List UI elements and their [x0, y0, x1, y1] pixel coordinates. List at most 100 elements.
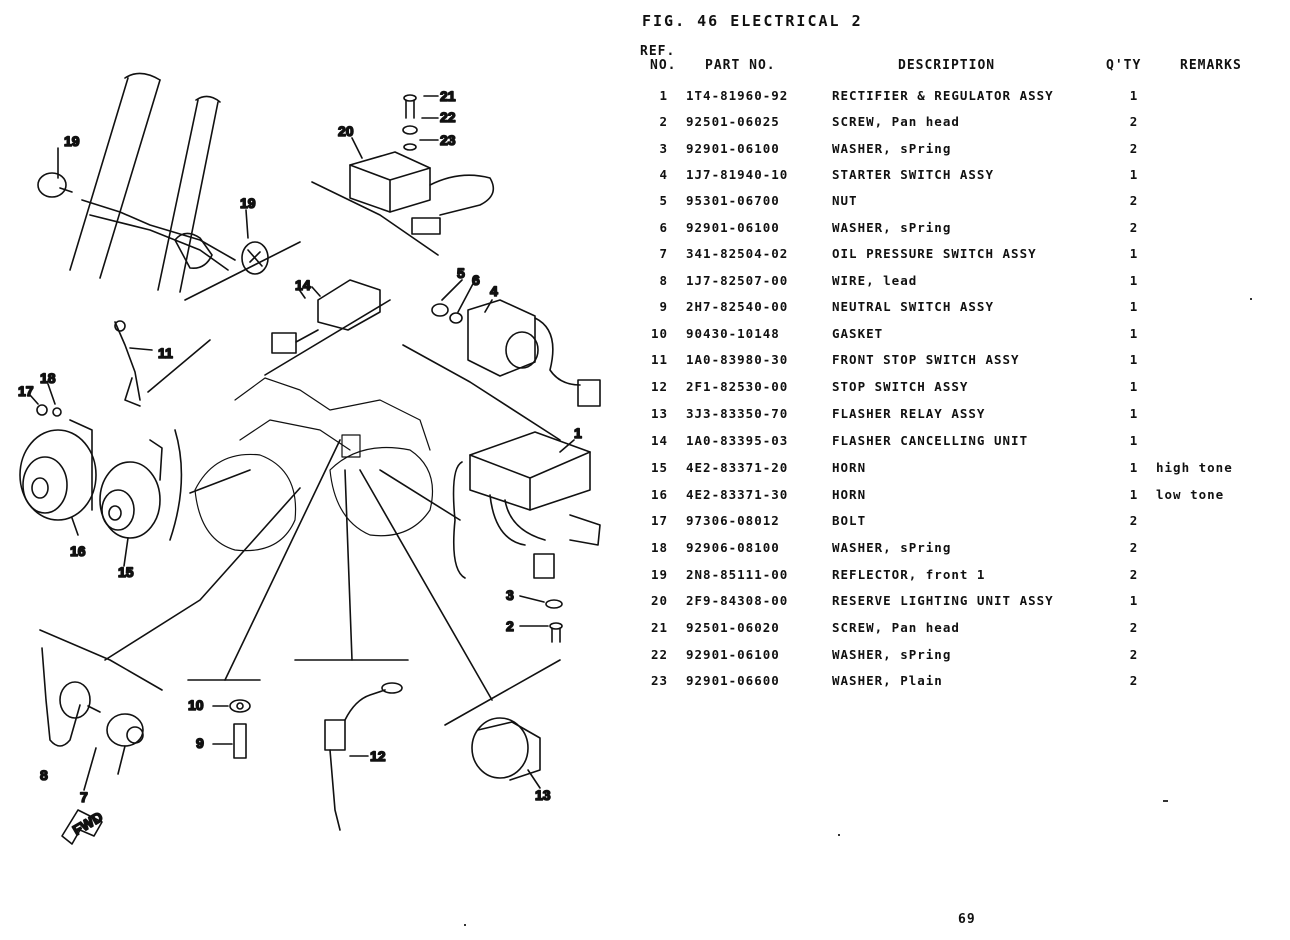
part-no-cell: 95301-06700 [686, 193, 780, 208]
callout-7: 7 [80, 789, 88, 805]
qty-cell: 1 [1129, 406, 1139, 421]
callout-13: 13 [535, 787, 551, 803]
qty-cell: 1 [1129, 299, 1139, 314]
header-remarks: REMARKS [1180, 58, 1242, 73]
description-cell: WASHER, sPring [832, 540, 952, 555]
header-ref-line2: NO. [650, 58, 677, 73]
callout-18: 18 [40, 370, 56, 386]
part-no-cell: 92501-06020 [686, 620, 780, 635]
qty-cell: 1 [1129, 246, 1139, 261]
ref-cell: 7 [659, 246, 668, 261]
part-no-cell: 4E2-83371-20 [686, 460, 789, 475]
part-no-cell: 2H7-82540-00 [686, 299, 789, 314]
callout-22: 22 [440, 109, 456, 125]
qty-cell: 1 [1129, 273, 1139, 288]
neutral-switch [187, 679, 261, 759]
description-cell: RESERVE LIGHTING UNIT ASSY [832, 593, 1054, 608]
qty-cell: 2 [1129, 673, 1139, 688]
description-cell: SCREW, Pan head [832, 620, 960, 635]
bolt-washer-17-18 [36, 404, 62, 417]
part-no-cell: 90430-10148 [686, 326, 780, 341]
callout-numbers: 1 2 3 4 5 6 7 8 9 10 11 12 13 14 15 16 1… [17, 87, 583, 806]
figure-title: FIG. 46 ELECTRICAL 2 [642, 12, 863, 30]
part-no-cell: 92906-08100 [686, 540, 780, 555]
part-no-cell: 92901-06100 [686, 647, 780, 662]
callout-11: 11 [158, 345, 173, 361]
qty-cell: 2 [1129, 540, 1139, 555]
callout-2: 2 [506, 618, 514, 634]
part-no-cell: 1J7-81940-10 [686, 167, 789, 182]
horn-high-tone [99, 439, 163, 539]
front-stop-switch [114, 320, 141, 407]
remarks-cell: low tone [1156, 487, 1225, 502]
table-row: 2 92501-06025 SCREW, Pan head 2 [0, 114, 1290, 134]
ref-cell: 16 [650, 487, 668, 502]
flasher-cancelling-unit [271, 279, 381, 354]
callout-14: 14 [295, 277, 311, 293]
description-cell: FLASHER CANCELLING UNIT [832, 433, 1029, 448]
ref-cell: 17 [650, 513, 668, 528]
qty-cell: 2 [1129, 141, 1139, 156]
description-cell: SCREW, Pan head [832, 114, 960, 129]
table-row: 20 2F9-84308-00 RESERVE LIGHTING UNIT ASSY… [0, 593, 1290, 613]
ref-cell: 1 [659, 88, 668, 103]
part-no-cell: 92901-06600 [686, 673, 780, 688]
callout-20: 20 [338, 123, 354, 139]
part-no-cell: 2F9-84308-00 [686, 593, 789, 608]
description-cell: HORN [832, 460, 867, 475]
part-no-cell: 3J3-83350-70 [686, 406, 789, 421]
ref-cell: 8 [659, 273, 668, 288]
qty-cell: 1 [1129, 88, 1139, 103]
ref-cell: 11 [650, 352, 668, 367]
callout-9: 9 [196, 735, 204, 751]
ref-cell: 14 [650, 433, 668, 448]
callout-16: 16 [70, 543, 86, 559]
scan-speck [464, 924, 466, 926]
part-no-cell: 1A0-83980-30 [686, 352, 789, 367]
page-number: 69 [958, 912, 976, 927]
callout-10: 10 [188, 697, 204, 713]
qty-cell: 1 [1129, 433, 1139, 448]
callout-21: 21 [440, 88, 456, 104]
ref-cell: 6 [659, 220, 668, 235]
qty-cell: 1 [1129, 593, 1139, 608]
qty-cell: 1 [1129, 379, 1139, 394]
header-description: DESCRIPTION [898, 58, 996, 73]
ref-cell: 20 [650, 593, 668, 608]
callout-5: 5 [457, 265, 465, 281]
description-cell: FRONT STOP SWITCH ASSY [832, 352, 1020, 367]
fwd-arrow-icon [61, 809, 103, 845]
qty-cell: 1 [1129, 326, 1139, 341]
part-no-cell: 1J7-82507-00 [686, 273, 789, 288]
description-cell: WASHER, Plain [832, 673, 943, 688]
qty-cell: 1 [1129, 487, 1139, 502]
callout-6: 6 [472, 272, 480, 288]
rectifier-regulator [469, 431, 601, 579]
description-cell: OIL PRESSURE SWITCH ASSY [832, 246, 1037, 261]
qty-cell: 2 [1129, 193, 1139, 208]
ref-cell: 2 [659, 114, 668, 129]
callout-8: 8 [40, 767, 48, 783]
description-cell: STOP SWITCH ASSY [832, 379, 969, 394]
qty-cell: 2 [1129, 513, 1139, 528]
qty-cell: 1 [1129, 167, 1139, 182]
part-no-cell: 92501-06025 [686, 114, 780, 129]
callout-3: 3 [506, 587, 514, 603]
description-cell: GASKET [832, 326, 884, 341]
qty-cell: 2 [1129, 114, 1139, 129]
callout-23: 23 [440, 132, 456, 148]
part-no-cell: 2F1-82530-00 [686, 379, 789, 394]
